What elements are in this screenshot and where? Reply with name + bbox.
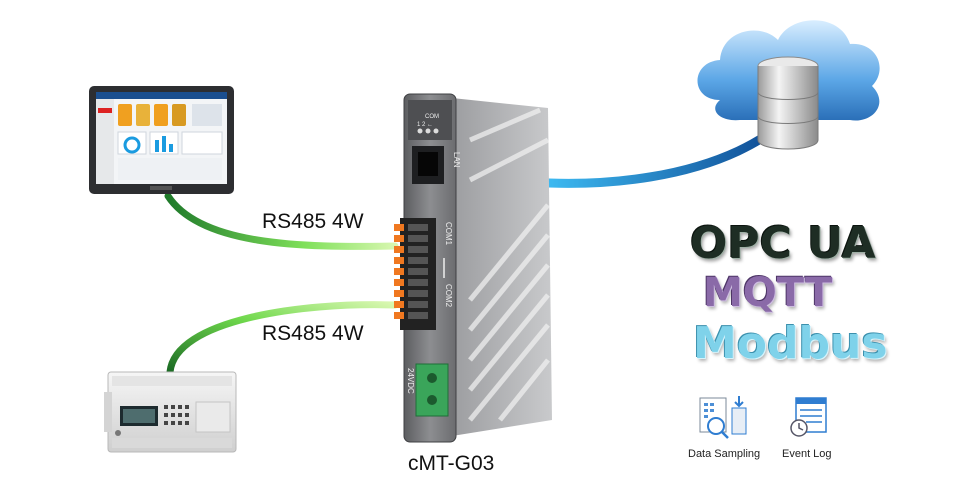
device-model-label: cMT-G03 [408,452,494,476]
cmt-g03-gateway [394,94,552,442]
protocol-modbus: Modbus [693,318,888,369]
data-sampling-icon [700,396,746,438]
event-log-caption: Event Log [782,448,832,460]
com-port-numbers: 1 2 ← [417,122,433,128]
plc-controller [104,372,236,452]
rs485-link-label-2: RS485 4W [262,322,364,346]
power-label: 24VDC [406,368,415,394]
rs485-link-label-1: RS485 4W [262,210,364,234]
lan-port-label: LAN [452,152,461,168]
hmi-touch-panel [89,86,234,194]
com-port-label: COM [425,114,439,120]
cloud-database-icon [698,20,880,149]
com1-port-label: COM1 [444,222,453,246]
protocol-mqtt: MQTT [703,270,832,316]
data-sampling-caption: Data Sampling [688,448,760,460]
protocol-opc-ua: OPC UA [690,218,876,269]
com2-port-label: COM2 [444,284,453,308]
event-log-icon [791,398,826,436]
